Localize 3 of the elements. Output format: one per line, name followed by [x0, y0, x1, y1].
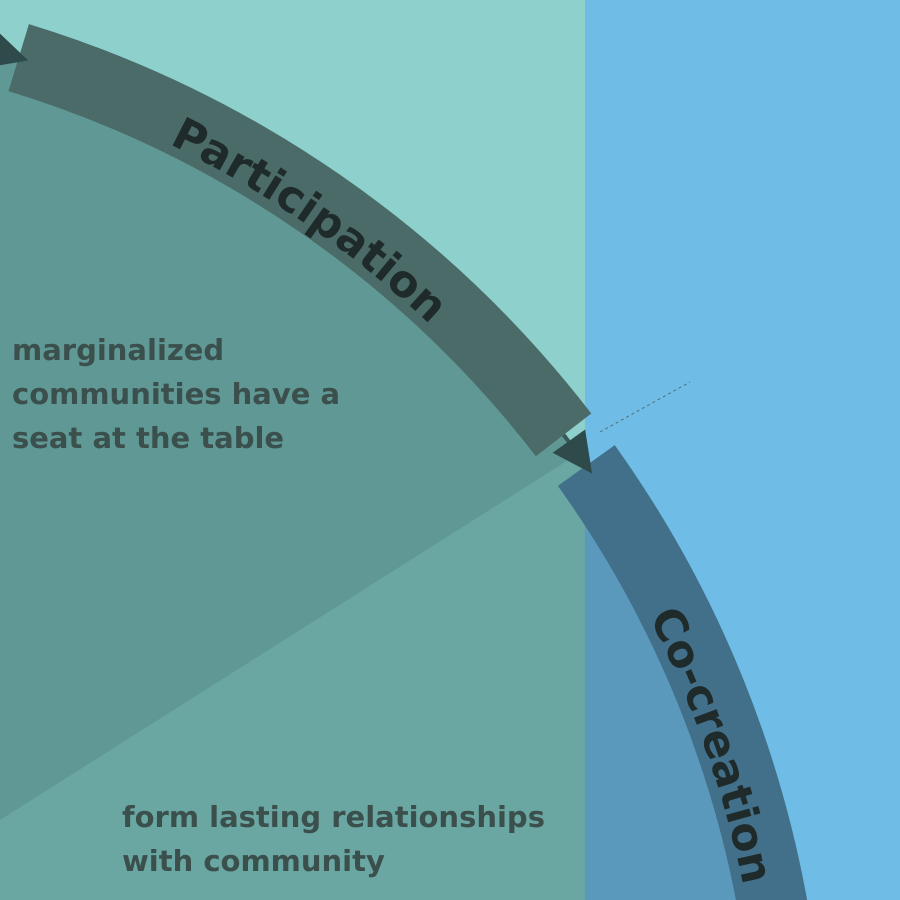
sector-note: marginalized communities have a seat at the table: [12, 332, 342, 457]
arrow: [552, 429, 592, 474]
sector-note: form lasting relationships with community: [122, 799, 546, 880]
